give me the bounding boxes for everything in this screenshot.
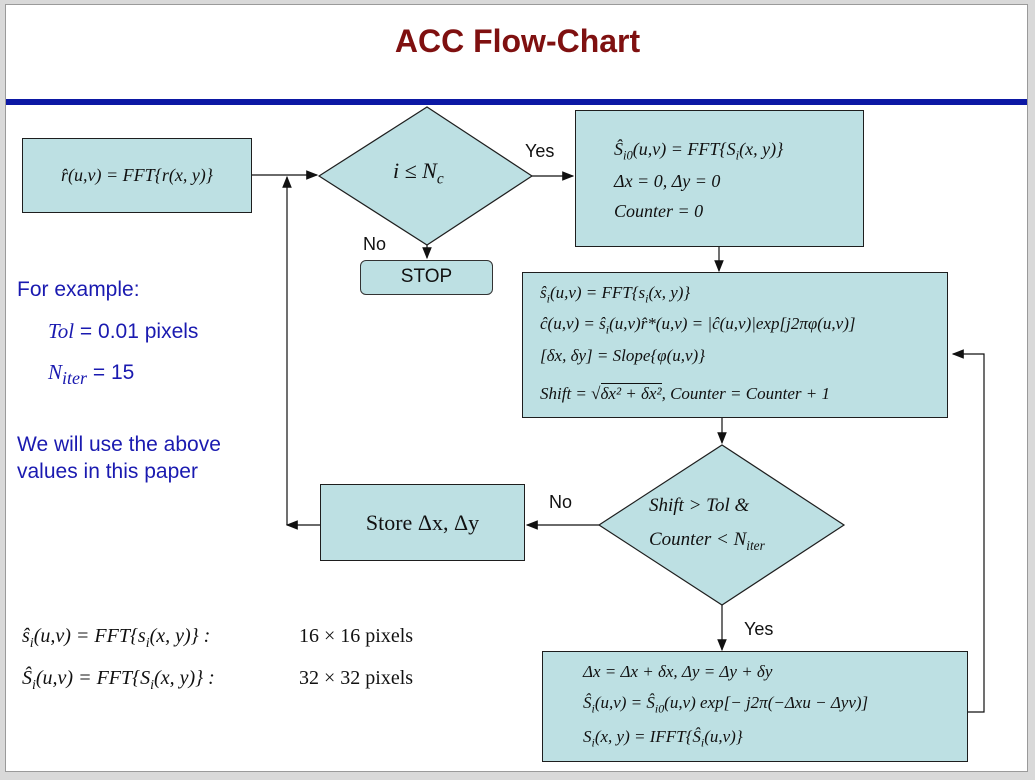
- example-niter-symbol: N: [48, 360, 63, 384]
- process-line2: ĉ(u,v) = ŝi(u,v)r̂*(u,v) = |ĉ(u,v)|exp[j…: [540, 314, 856, 337]
- edge-label-yes-top: Yes: [525, 141, 555, 161]
- init-line1-b: (u,v) = FFT{S: [632, 139, 736, 159]
- size-line1: ŝi(u,v) = FFT{si(x, y)} :: [22, 625, 210, 652]
- edge-label-yes-bottom: Yes: [744, 619, 774, 639]
- size-line1-c: (x, y)} :: [149, 625, 211, 647]
- update-line2: Ŝi(u,v) = Ŝi0(u,v) exp[− j2π(−Δxu − Δyv)…: [583, 693, 868, 716]
- size-line2-b: (u,v) = FFT{S: [35, 667, 151, 689]
- update-line2-b: (u,v) = Ŝ: [594, 693, 655, 712]
- init-line1-sub2: i: [735, 148, 740, 163]
- process-line4-c: , Counter = Counter + 1: [661, 384, 830, 403]
- decision-shift-line2-a: Counter < N: [649, 529, 747, 550]
- node-process: ŝi(u,v) = FFT{si(x, y)} ĉ(u,v) = ŝi(u,v)…: [522, 272, 948, 418]
- process-line1-c: (x, y)}: [648, 283, 691, 302]
- node-store-text: Store Δx, Δy: [365, 510, 480, 535]
- update-line2-sub2: i0: [654, 701, 665, 716]
- update-line3-sub: i: [591, 735, 595, 750]
- init-line1-sub: i0: [623, 148, 633, 163]
- example-tol: Tol = 0.01 pixels: [48, 319, 198, 344]
- edge-update-return: [951, 349, 985, 713]
- process-line4-b: δx² + δx²: [600, 383, 662, 403]
- title-rule: [6, 99, 1027, 105]
- update-line3: Si(x, y) = IFFT{Ŝi(u,v)}: [583, 727, 743, 750]
- update-line2-c: (u,v) exp[− j2π(−Δxu − Δyv)]: [664, 693, 869, 712]
- init-line1-c: (x, y)}: [739, 139, 784, 159]
- process-line1-b: (u,v) = FFT{s: [549, 283, 646, 302]
- update-line3-c: (u,v)}: [704, 727, 743, 746]
- slide: ACC Flow-Chart r̂(u,v) = FFT{r(x, y)}: [5, 4, 1028, 772]
- process-line1-sub: i: [546, 291, 550, 306]
- size-line1-value: 16 × 16 pixels: [299, 625, 414, 647]
- page-title: ACC Flow-Chart: [394, 23, 641, 59]
- decision-loop-sub: c: [436, 170, 444, 188]
- size-line2: Ŝi(u,v) = FFT{Si(x, y)} :: [22, 667, 215, 694]
- process-line4: Shift = √δx² + δx², Counter = Counter + …: [540, 383, 830, 404]
- node-fft-r-text: r̂(u,v) = FFT{r(x, y)}: [61, 165, 213, 185]
- example-note-line2: values in this paper: [17, 460, 198, 483]
- size-line2-sub: i: [32, 678, 36, 693]
- edge-label-no-top: No: [363, 234, 387, 254]
- node-stop: STOP: [360, 260, 493, 295]
- node-update: Δx = Δx + δx, Δy = Δy + δy Ŝi(u,v) = Ŝi0…: [542, 651, 968, 762]
- init-line1-a: Ŝ: [614, 139, 623, 159]
- example-tol-value: = 0.01 pixels: [74, 320, 199, 343]
- process-line2-a: ĉ(u,v) = ŝ: [540, 314, 606, 333]
- update-line3-b: (x, y) = IFFT{Ŝ: [594, 727, 701, 746]
- process-line1: ŝi(u,v) = FFT{si(x, y)}: [540, 283, 690, 306]
- size-line1-a: ŝ: [22, 625, 30, 647]
- edge-label-no-mid: No: [549, 492, 573, 512]
- sqrt-icon: √: [591, 384, 601, 403]
- process-line3: [δx, δy] = Slope{φ(u,v)}: [540, 346, 705, 365]
- process-line1-sub2: i: [645, 291, 649, 306]
- decision-shift-line2-sub: iter: [746, 537, 765, 553]
- example-niter-sub: iter: [62, 368, 88, 389]
- update-line3-a: S: [583, 727, 592, 746]
- init-line2: Δx = 0, Δy = 0: [614, 171, 721, 191]
- process-line1-a: ŝ: [540, 283, 547, 302]
- size-line2-a: Ŝ: [22, 667, 32, 689]
- process-line2-b: (u,v)r̂*(u,v) = |ĉ(u,v)|exp[j2πφ(u,v)]: [609, 314, 856, 333]
- init-line3: Counter = 0: [614, 201, 704, 221]
- size-line1-sub2: i: [145, 636, 150, 651]
- size-line1-sub: i: [29, 636, 34, 651]
- example-tol-symbol: Tol: [48, 319, 75, 343]
- decision-loop-text: i ≤ N: [393, 158, 437, 183]
- size-line2-value: 32 × 32 pixels: [299, 667, 414, 689]
- update-line1: Δx = Δx + δx, Δy = Δy + δy: [583, 662, 773, 681]
- flowchart-connectors: [252, 106, 985, 713]
- decision-shift-line1: Shift > Tol &: [649, 495, 750, 516]
- process-line2-sub: i: [605, 322, 610, 337]
- node-fft-r: r̂(u,v) = FFT{r(x, y)}: [22, 138, 252, 213]
- size-line2-c: (x, y)} :: [154, 667, 215, 689]
- update-line2-a: Ŝ: [583, 693, 592, 712]
- example-niter: Niter = 15: [48, 360, 134, 389]
- example-heading: For example:: [17, 278, 140, 301]
- node-init: Ŝi0(u,v) = FFT{Si(x, y)} Δx = 0, Δy = 0 …: [575, 110, 864, 247]
- init-line1: Ŝi0(u,v) = FFT{Si(x, y)}: [614, 139, 783, 164]
- decision-loop-label: i ≤ Nc: [393, 158, 444, 188]
- decision-shift-line2: Counter < Niter: [649, 529, 765, 554]
- update-line2-sub: i: [591, 701, 595, 716]
- decision-shift-diamond: [597, 444, 846, 606]
- size-line2-sub2: i: [150, 678, 155, 693]
- example-note-line1: We will use the above: [17, 433, 221, 456]
- example-niter-value: = 15: [87, 361, 135, 384]
- process-line4-a: Shift =: [540, 384, 592, 403]
- update-line3-sub2: i: [700, 735, 705, 750]
- node-store: Store Δx, Δy: [320, 484, 525, 561]
- size-line1-b: (u,v) = FFT{s: [33, 625, 146, 647]
